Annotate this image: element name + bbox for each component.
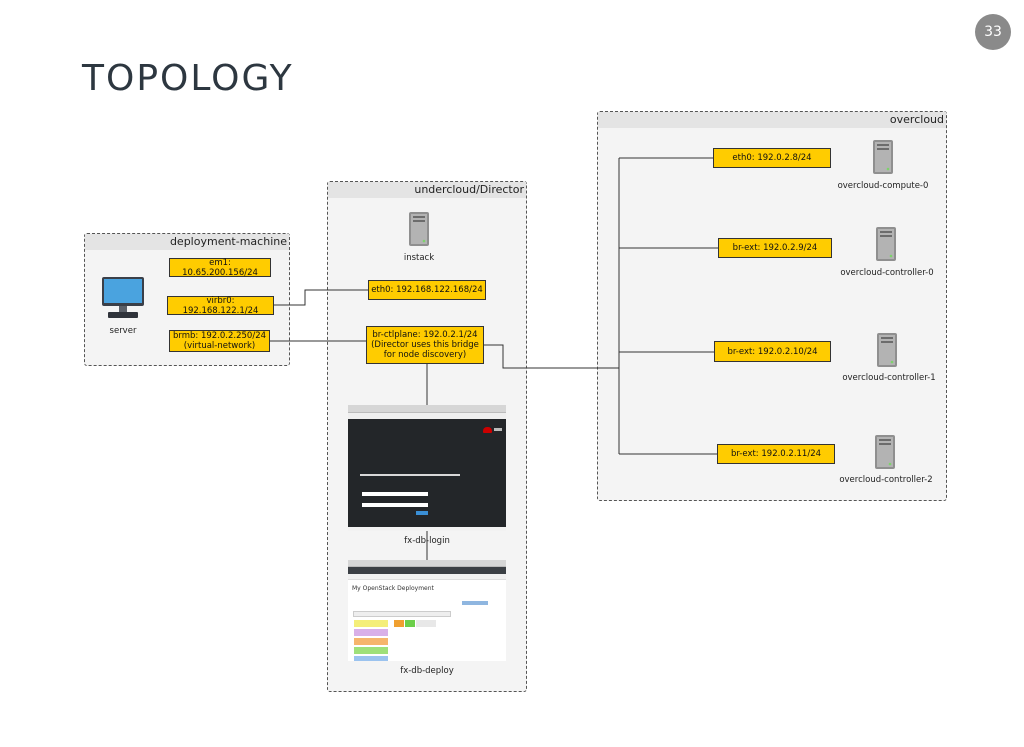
deploy-heading: My OpenStack Deployment [352, 585, 434, 592]
login-label: fx-db-login [404, 536, 450, 546]
ctrl0-server-icon [875, 226, 897, 262]
desktop-computer-icon [100, 276, 146, 320]
br-ctlplane-line1: br-ctlplane: 192.0.2.1/24 [372, 330, 478, 340]
group-title-deployment: deployment-machine [85, 234, 289, 250]
group-title-overcloud: overcloud [598, 112, 946, 128]
group-title-undercloud: undercloud/Director [328, 182, 526, 198]
wire-virbr0-eth0 [274, 289, 368, 306]
ctrl2-server-icon [874, 434, 896, 470]
ctrl0-address-box: br-ext: 192.0.2.9/24 [718, 238, 832, 258]
deploy-screenshot: My OpenStack Deployment [348, 560, 506, 661]
page-title: TOPOLOGY [82, 58, 294, 99]
br-ctlplane-box: br-ctlplane: 192.0.2.1/24 (Director uses… [366, 326, 484, 364]
br-ctlplane-line3: for node discovery) [383, 350, 467, 360]
undercloud-eth0-box: eth0: 192.168.122.168/24 [368, 280, 486, 300]
em1-address-box: em1: 10.65.200.156/24 [169, 258, 271, 278]
brmb-address-box: brmb: 192.0.2.250/24 (virtual-network) [169, 330, 270, 352]
wire-ctlplane-overcloud [484, 344, 619, 369]
ctrl0-label: overcloud-controller-0 [840, 268, 934, 278]
brmb-line1: brmb: 192.0.2.250/24 [172, 331, 267, 341]
instack-label: instack [403, 253, 435, 263]
ctrl1-label: overcloud-controller-1 [842, 373, 936, 383]
page-number: 33 [975, 14, 1011, 50]
compute0-server-icon [872, 139, 894, 175]
ctrl1-server-icon [876, 332, 898, 368]
overcloud-group: overcloud [597, 111, 947, 501]
compute0-address-box: eth0: 192.0.2.8/24 [713, 148, 831, 168]
virbr0-address-box: virbr0: 192.168.122.1/24 [167, 296, 274, 316]
red-hat-logo-icon [483, 427, 492, 433]
server-label: server [109, 326, 137, 336]
deploy-label: fx-db-deploy [400, 666, 454, 676]
ctrl1-address-box: br-ext: 192.0.2.10/24 [714, 341, 831, 362]
compute0-label: overcloud-compute-0 [837, 181, 929, 191]
brmb-line2: (virtual-network) [183, 341, 256, 351]
instack-server-icon [408, 211, 430, 247]
login-screenshot [348, 405, 506, 531]
ctrl2-address-box: br-ext: 192.0.2.11/24 [717, 444, 835, 464]
ctrl2-label: overcloud-controller-2 [839, 475, 933, 485]
br-ctlplane-line2: (Director uses this bridge [371, 340, 479, 350]
